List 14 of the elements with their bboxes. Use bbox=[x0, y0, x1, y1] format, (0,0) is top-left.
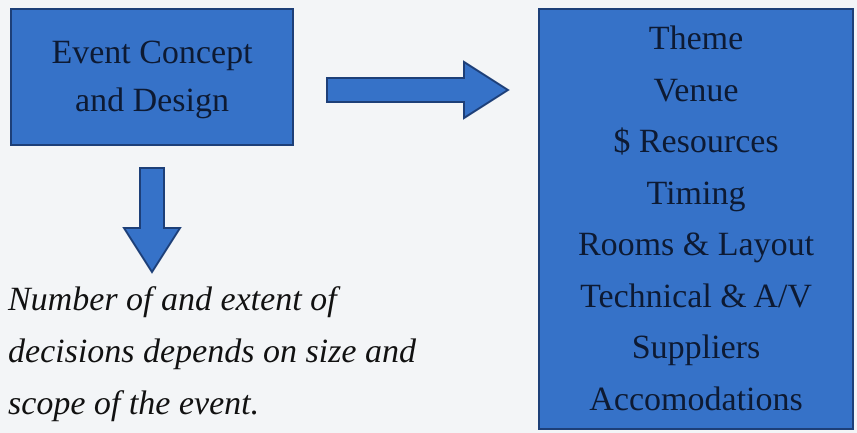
block-arrow bbox=[326, 60, 510, 120]
box-text: Technical & A/V bbox=[579, 276, 813, 316]
box-text: Theme bbox=[648, 19, 744, 59]
box-text: Accomodations bbox=[588, 380, 804, 420]
block-arrow bbox=[122, 167, 182, 274]
process-box bbox=[10, 8, 294, 146]
box-text: Suppliers bbox=[630, 328, 762, 368]
box-text: Rooms & Layout bbox=[576, 225, 816, 265]
box-text: Venue bbox=[652, 70, 740, 110]
note-text: Number of and extent of decisions depends on size and scope of the event. bbox=[8, 280, 417, 424]
box-text: $ Resources bbox=[612, 122, 780, 162]
box-text: Event Concept and Design bbox=[50, 33, 254, 121]
process-box bbox=[538, 8, 854, 430]
box-text: Timing bbox=[646, 174, 746, 214]
